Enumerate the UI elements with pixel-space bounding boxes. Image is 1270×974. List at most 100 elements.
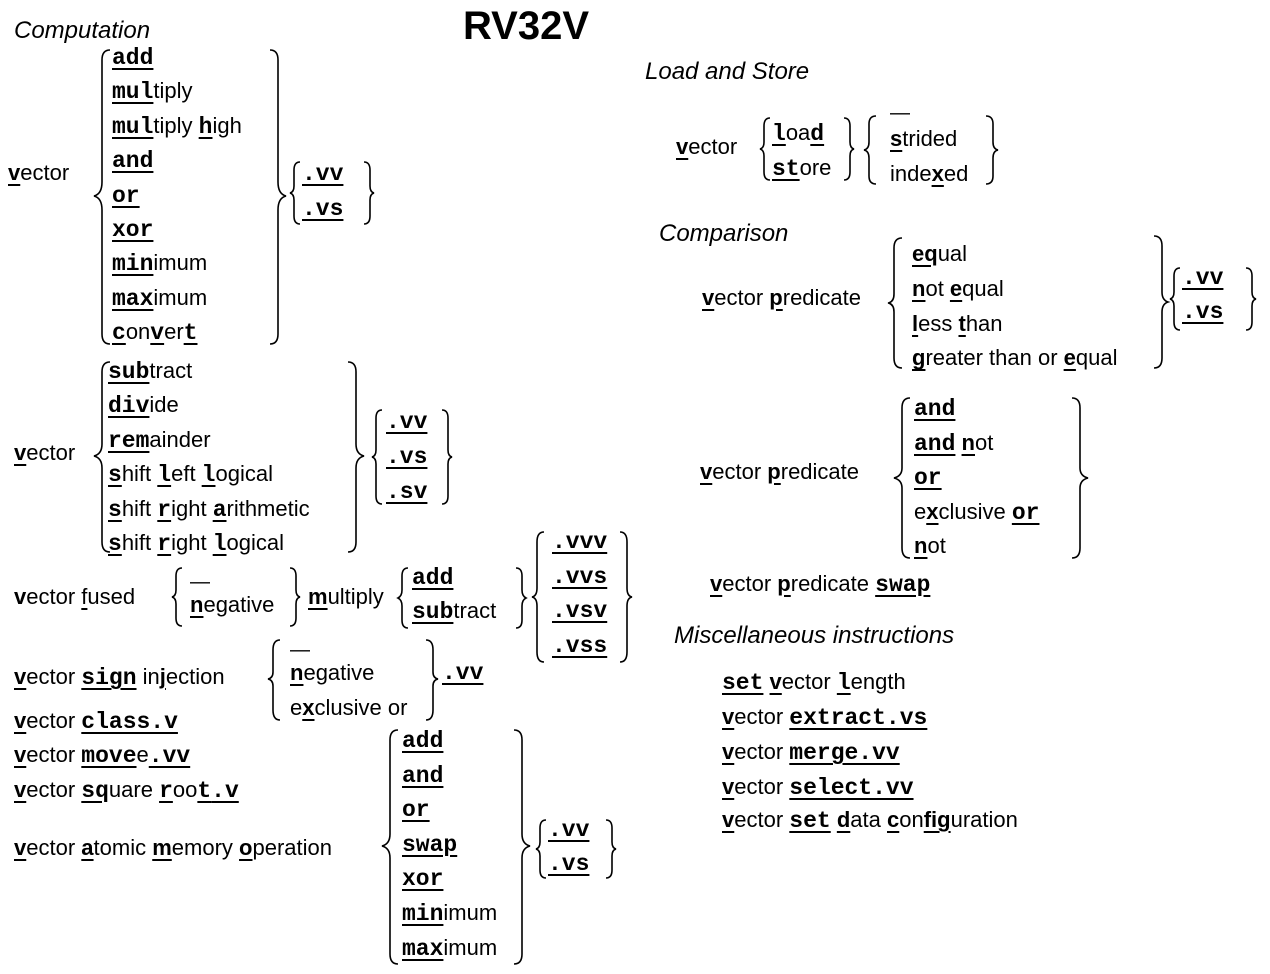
misc-merge: vector merge.vv — [722, 739, 900, 766]
comp2-suffix-left-brace — [371, 409, 383, 505]
pl-op-4: not — [914, 533, 946, 558]
comp2-op-1: divide — [108, 392, 179, 420]
ls-unit-stride-option: — — [890, 102, 910, 124]
ls-mode-right-brace — [985, 115, 999, 185]
strided-option: strided — [890, 126, 958, 151]
fused-neg-empty: — — [190, 571, 210, 593]
amo-suffix-0: .vv — [548, 817, 590, 843]
section-misc: Miscellaneous instructions — [674, 622, 955, 649]
comp1-right-brace — [269, 49, 287, 345]
misc-extract: vector extract.vs — [722, 704, 928, 731]
fused-f: f — [81, 584, 88, 609]
misc-set-data-config: vector set data configuration — [722, 807, 1018, 834]
comp1-op-1: multiply — [112, 78, 193, 106]
fused-suffix-3: .vss — [552, 632, 608, 659]
pl-left-brace — [893, 397, 911, 559]
fused-suffix-left-brace — [531, 531, 545, 663]
comp2-suffix-1: .vs — [386, 444, 428, 470]
comp1-op-0: add — [112, 45, 154, 71]
amo-op-4: xor — [402, 866, 444, 893]
fused-neg-left-brace — [171, 567, 183, 627]
amo-suffix-1: .vs — [548, 851, 590, 877]
sign-left-brace — [267, 639, 281, 721]
comp1-suffix-right-brace — [363, 161, 375, 225]
comp2-vector-label: vector — [14, 440, 76, 465]
pl-right-brace — [1071, 397, 1089, 559]
fused-op-0: add — [412, 565, 454, 591]
amo-op-1: and — [402, 762, 444, 789]
fused-op-left-brace — [396, 567, 409, 629]
comp1-suffix-left-brace — [289, 161, 301, 225]
pl-vector-predicate-label: vector predicate — [700, 459, 860, 484]
amo-op-2: or — [402, 797, 430, 824]
comp2-op-2: remainder — [108, 426, 211, 454]
pl-op-1: and not — [914, 429, 994, 457]
pl-op-3: exclusive or — [914, 498, 1040, 526]
sqrt-instruction: vector square root.v — [14, 777, 239, 804]
pl-op-0: and — [914, 396, 956, 422]
sign-right-brace — [425, 639, 439, 721]
comp1-op-2: multiply high — [112, 112, 242, 140]
comp1-op-8: convert — [112, 319, 198, 347]
fused-neg-right-brace — [289, 567, 301, 627]
ls-mid-right-brace — [843, 117, 855, 181]
comp2-op-3: shift left logical — [108, 461, 273, 489]
class-instruction: vector class.v — [14, 708, 178, 735]
amo-right-brace — [513, 729, 531, 965]
sign-negative-option: negative — [290, 660, 375, 685]
misc-set-vector-length: set vector length — [722, 669, 906, 696]
section-computation: Computation — [14, 17, 151, 44]
cmp-suffix-1: .vs — [1182, 299, 1224, 325]
comp2-right-brace — [347, 361, 365, 553]
cmp-condition-0: equal — [912, 241, 968, 266]
move-instruction: vector movee.vv — [14, 742, 191, 769]
fused-suffix-2: .vsv — [552, 598, 608, 624]
comp1-op-6: minimum — [112, 250, 208, 278]
amo-op-0: add — [402, 728, 444, 754]
fused-suffix-right-brace — [619, 531, 633, 663]
comp2-suffix-0: .vv — [386, 409, 428, 435]
misc-select: vector select.vv — [722, 774, 914, 801]
fused-suffix-1: .vvs — [552, 563, 608, 590]
fused-negative-option: negative — [190, 592, 275, 617]
comp1-suffix-0: .vv — [302, 161, 344, 187]
store-option: store — [772, 155, 832, 182]
indexed-option: indexed — [890, 161, 969, 186]
pred-swap-instruction: vector predicate swap — [710, 571, 931, 598]
comp2-suffix-2: .sv — [386, 479, 428, 505]
fused-op-1: subtract — [412, 598, 497, 625]
sign-xor-option: exclusive or — [290, 695, 408, 720]
amo-op-6: maximum — [402, 934, 498, 962]
ls-mode-left-brace — [863, 115, 877, 185]
comp1-op-3: and — [112, 148, 154, 175]
comp2-suffix-right-brace — [441, 409, 453, 505]
cmp-left-brace — [887, 237, 903, 369]
page-title: RV32V — [463, 4, 590, 48]
sign-suffix: .vv — [442, 660, 484, 686]
section-comparison: Comparison — [659, 220, 789, 247]
load-option: load — [772, 120, 825, 147]
comp2-op-5: shift right logical — [108, 530, 284, 557]
fused-suffix-0: .vvv — [552, 529, 608, 555]
fused-multiply-label: multiply — [308, 584, 384, 609]
cmp-suffix-right-brace — [1245, 267, 1257, 331]
section-load-store: Load and Store — [645, 58, 810, 85]
amo-suffix-left-brace — [535, 819, 547, 879]
cmp-vector-predicate-label: vector predicate — [702, 285, 862, 310]
fused-used: used — [87, 584, 136, 609]
comp1-suffix-1: .vs — [302, 196, 344, 222]
comp1-left-brace — [93, 49, 111, 345]
cmp-condition-1: not equal — [912, 275, 1004, 301]
ls-vector-label: vector — [676, 134, 738, 159]
cmp-suffix-0: .vv — [1182, 265, 1224, 291]
comp1-vector-label: vector — [8, 160, 70, 185]
amo-label: vector atomic memory operation — [14, 835, 333, 860]
cmp-right-brace — [1153, 235, 1171, 369]
sign-injection-label: vector sign injection — [14, 664, 225, 691]
amo-op-5: minimum — [402, 900, 498, 927]
sign-empty-option: — — [290, 639, 310, 661]
cmp-condition-2: less than — [912, 310, 1003, 336]
fused-op-right-brace — [515, 567, 528, 629]
amo-op-3: swap — [402, 831, 458, 858]
